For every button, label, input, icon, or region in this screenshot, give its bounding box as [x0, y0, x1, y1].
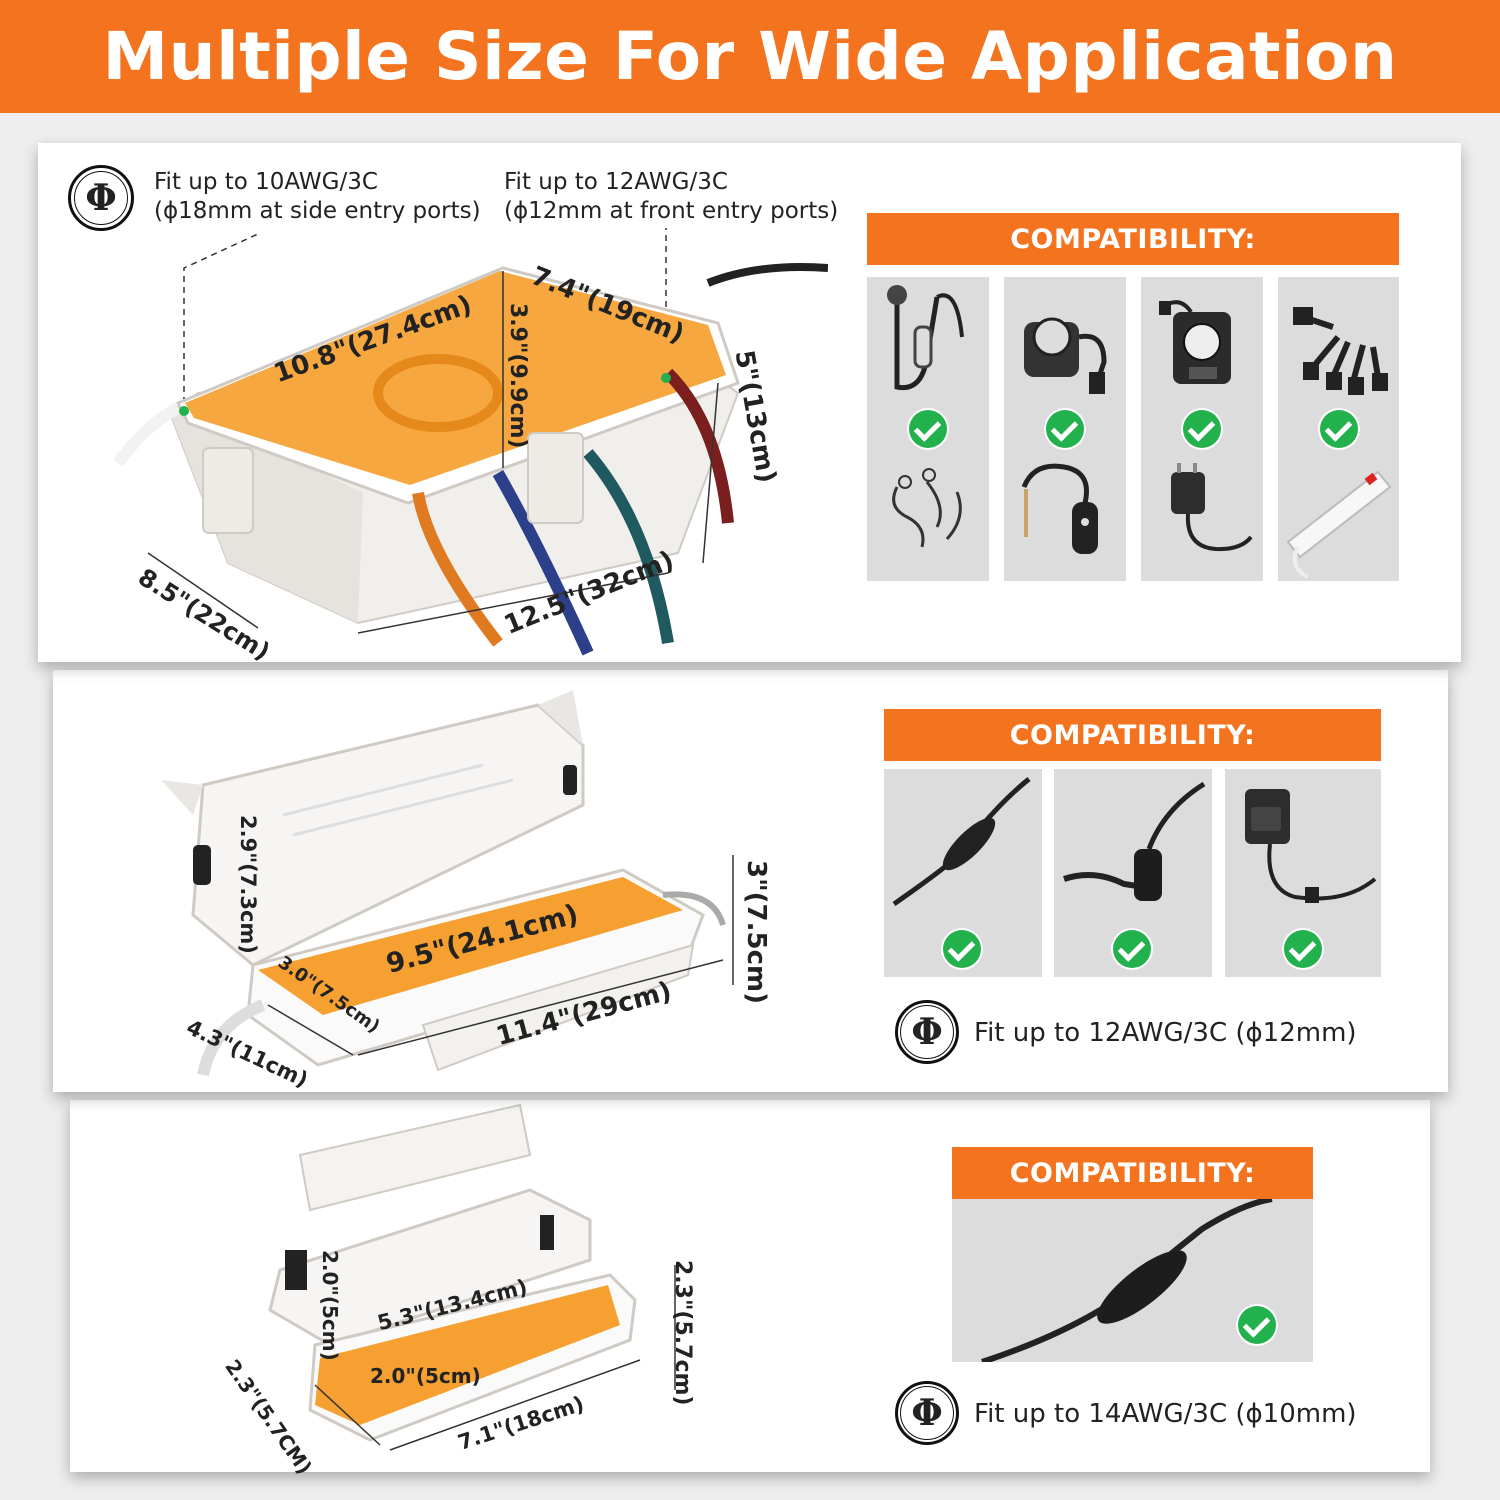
dim-inner-height: 2.0"(5cm) — [318, 1250, 342, 1361]
small-box-panel: 2.0"(5cm) 5.3"(13.4cm) 2.0"(5cm) 2.3"(5.… — [70, 1100, 1430, 1479]
ev-charger-check-icon — [909, 410, 947, 448]
side-port-spec: Fit up to 10AWG/3C (ϕ18mm at side entry … — [154, 168, 481, 226]
medium-box-panel: 2.9"(7.3cm) 9.5"(24.1cm) 3.0"(7.5cm) 3"(… — [53, 670, 1448, 1092]
inline-gfci-cord-icon — [1021, 463, 1098, 554]
inline-cord-check-icon — [943, 930, 981, 968]
front-port-spec-line1: Fit up to 12AWG/3C — [504, 169, 728, 195]
power-splitter-check-icon — [1320, 410, 1358, 448]
cord-connector-check-icon — [1113, 930, 1151, 968]
small-fit-spec: Fit up to 14AWG/3C (ϕ10mm) — [974, 1399, 1357, 1429]
title-banner: Multiple Size For Wide Application — [0, 0, 1500, 113]
large-box-illustration — [113, 228, 828, 656]
large-box-panel: Φ Fit up to 10AWG/3C (ϕ18mm at side entr… — [38, 143, 1461, 666]
dim-inner-height: 2.9"(7.3cm) — [236, 815, 260, 954]
outdoor-timer-icon — [1024, 317, 1107, 394]
dim-outer-height: 2.3"(5.7cm) — [670, 1260, 695, 1406]
power-adapter-icon — [1171, 463, 1253, 552]
compatibility-header: COMPATIBILITY: — [867, 213, 1399, 265]
dim-inner-height: 3.9"(9.9cm) — [505, 303, 530, 449]
mechanical-timer-icon — [1159, 300, 1231, 384]
mechanical-timer-tile — [1141, 277, 1263, 581]
power-splitter-icon — [1293, 307, 1388, 395]
cable-splitter-icon — [892, 468, 962, 548]
front-port-spec-line2: (ϕ12mm at front entry ports) — [504, 198, 839, 224]
outdoor-timer-check-icon — [1046, 410, 1084, 448]
side-port-spec-line1: Fit up to 10AWG/3C — [154, 169, 378, 195]
power-adapter-icon — [1245, 789, 1377, 903]
compatibility-header: COMPATIBILITY: — [884, 709, 1381, 761]
inline-cord-check-icon — [1238, 1306, 1276, 1344]
diameter-icon: Φ — [895, 1000, 959, 1064]
inline-cord-icon — [981, 1199, 1273, 1362]
power-adapter-check-icon — [1284, 930, 1322, 968]
cord-connector-icon — [1063, 781, 1206, 901]
ev-charger-tile — [867, 277, 989, 581]
power-strip-icon — [1286, 470, 1392, 579]
page-title: Multiple Size For Wide Application — [102, 18, 1398, 95]
power-adapter-tile — [1225, 769, 1381, 977]
inline-cord-tile — [884, 769, 1042, 977]
inline-cord-tile — [952, 1199, 1313, 1362]
inline-cord-icon — [892, 777, 1031, 907]
diameter-icon: Φ — [895, 1381, 959, 1445]
diameter-icon: Φ — [68, 165, 134, 231]
ev-charger-icon — [887, 285, 964, 391]
side-port-spec-line2: (ϕ18mm at side entry ports) — [154, 198, 481, 224]
small-box-illustration — [268, 1103, 676, 1451]
medium-box-illustration — [161, 690, 734, 1077]
power-splitter-tile — [1278, 277, 1399, 581]
dim-outer-height: 3"(7.5cm) — [741, 860, 771, 1004]
medium-fit-spec: Fit up to 12AWG/3C (ϕ12mm) — [974, 1018, 1357, 1048]
outdoor-timer-tile — [1004, 277, 1126, 581]
dim-inner-width: 2.0"(5cm) — [370, 1364, 481, 1388]
cord-connector-tile — [1054, 769, 1212, 977]
mechanical-timer-check-icon — [1183, 410, 1221, 448]
compatibility-header: COMPATIBILITY: — [952, 1147, 1313, 1199]
front-port-spec: Fit up to 12AWG/3C (ϕ12mm at front entry… — [504, 168, 838, 226]
